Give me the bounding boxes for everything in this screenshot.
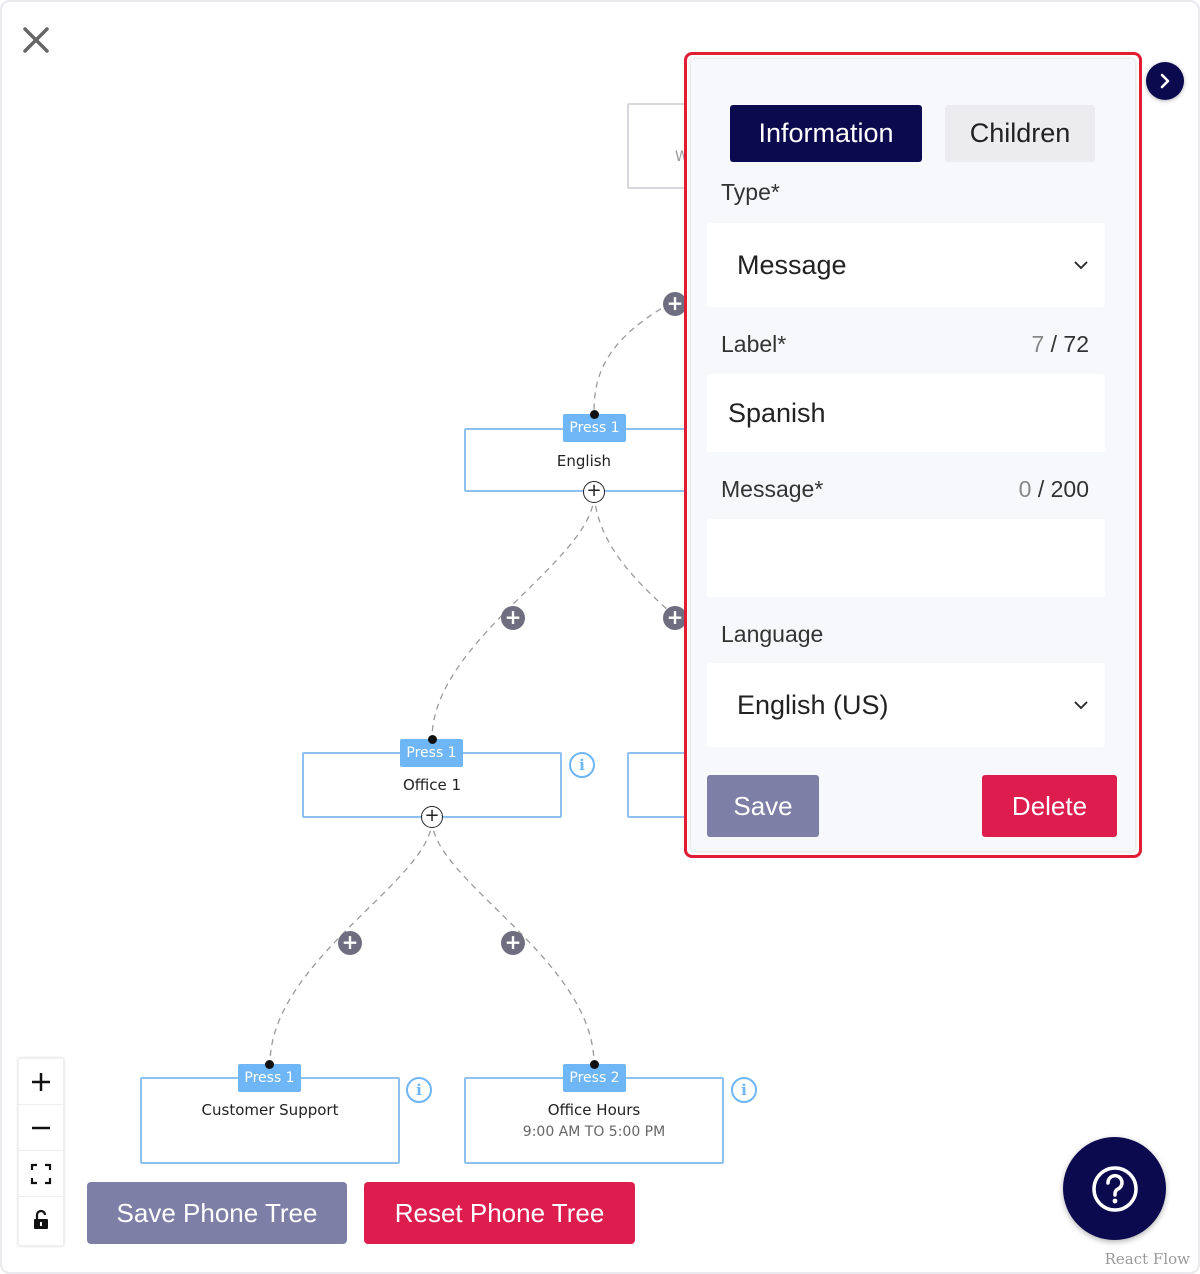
input-handle[interactable] <box>428 735 437 744</box>
react-flow-attribution[interactable]: React Flow <box>1104 1250 1190 1268</box>
type-value: Message <box>737 250 847 280</box>
edge-add-icon[interactable]: + <box>663 292 687 316</box>
input-handle[interactable] <box>265 1060 274 1069</box>
add-child-icon[interactable]: + <box>421 806 443 828</box>
edge-add-icon[interactable]: + <box>663 606 687 630</box>
input-handle[interactable] <box>590 410 599 419</box>
zoom-in-button[interactable] <box>19 1059 63 1105</box>
info-icon[interactable]: i <box>731 1077 757 1103</box>
info-icon[interactable]: i <box>406 1077 432 1103</box>
tab-children[interactable]: Children <box>945 105 1095 162</box>
plus-icon <box>32 1072 50 1091</box>
zoom-out-button[interactable] <box>19 1105 63 1151</box>
message-field-label: Message* <box>721 476 824 502</box>
node-label: English <box>556 452 612 470</box>
language-select[interactable]: English (US) <box>707 663 1105 747</box>
fit-view-icon <box>30 1163 52 1184</box>
type-select[interactable]: Message <box>707 223 1105 307</box>
chevron-right-icon <box>1160 73 1170 89</box>
delete-button[interactable]: Delete <box>982 775 1117 837</box>
input-handle[interactable] <box>590 1060 599 1069</box>
language-value: English (US) <box>737 690 889 720</box>
chevron-down-icon <box>1074 261 1088 270</box>
node-edit-panel: Information Children Type* Message Label… <box>684 52 1142 858</box>
zoom-controls <box>18 1058 64 1246</box>
label-value: Spanish <box>728 398 826 428</box>
node-label: Customer Support <box>201 1101 339 1119</box>
info-icon[interactable]: i <box>569 752 595 778</box>
lock-button[interactable] <box>19 1197 63 1243</box>
edge-add-icon[interactable]: + <box>501 931 525 955</box>
question-icon <box>1091 1165 1138 1212</box>
message-input[interactable] <box>707 519 1105 597</box>
edge-add-icon[interactable]: + <box>338 931 362 955</box>
tab-information[interactable]: Information <box>730 105 922 162</box>
node-office-hours[interactable]: Office Hours 9:00 AM TO 5:00 PM <box>464 1077 724 1164</box>
message-char-count: 0 / 200 <box>1018 476 1089 502</box>
add-child-icon[interactable]: + <box>583 481 605 503</box>
label-input[interactable]: Spanish <box>707 374 1105 452</box>
minus-icon <box>32 1126 50 1129</box>
language-label: Language <box>721 621 824 647</box>
help-button[interactable] <box>1063 1137 1166 1240</box>
node-label: Office 1 <box>402 776 462 794</box>
press-badge: Press 1 <box>238 1064 301 1092</box>
collapse-panel-button[interactable] <box>1146 62 1184 100</box>
panel-body: Information Children Type* Message Label… <box>691 59 1135 851</box>
close-icon[interactable] <box>18 22 54 58</box>
node-sublabel: 9:00 AM TO 5:00 PM <box>522 1124 666 1140</box>
chevron-down-icon <box>1074 701 1088 710</box>
save-button[interactable]: Save <box>707 775 819 837</box>
edge-add-icon[interactable]: + <box>501 606 525 630</box>
type-label: Type* <box>721 179 780 205</box>
label-field-label: Label* <box>721 331 787 357</box>
unlock-icon <box>34 1210 48 1229</box>
node-label: Office Hours <box>547 1101 641 1119</box>
reset-phone-tree-button[interactable]: Reset Phone Tree <box>364 1182 635 1244</box>
label-char-count: 7 / 72 <box>1031 331 1089 357</box>
fit-view-button[interactable] <box>19 1151 63 1197</box>
save-phone-tree-button[interactable]: Save Phone Tree <box>87 1182 347 1244</box>
